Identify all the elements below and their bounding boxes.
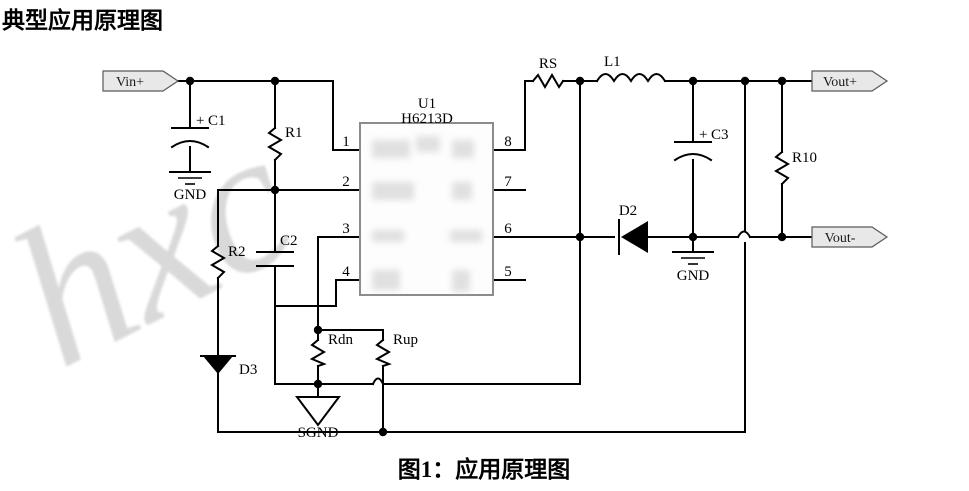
u1-pin-7: 7 [504,174,512,190]
ground-input: GND [169,171,211,203]
c3-plus-marker: + [699,127,707,143]
r1-label: R1 [285,125,303,141]
vout-minus-tag-shape [811,226,889,248]
resistor-r2: R2 [210,244,246,280]
ground-output: GND [672,251,714,284]
gnd-output-label: GND [677,268,710,284]
ic-u1[interactable]: U1 H6213D 1 2 3 4 8 7 6 5 [342,96,512,296]
d3-triangle [203,356,233,374]
diode-d2: D2 [618,203,648,255]
junction-dot [575,232,585,242]
watermark: hxc [0,86,327,409]
u1-pin-8: 8 [504,134,512,150]
r2-label: R2 [228,244,246,260]
junction-dot [777,232,787,242]
figure-caption: 图1：应用原理图 [398,456,571,482]
junction-dot [777,76,787,86]
capacitor-c3: + C3 [673,127,729,162]
resistor-r10: R10 [774,150,817,186]
watermark-text: hxc [0,86,327,409]
page-title: 典型应用原理图 [2,7,163,33]
capacitor-c2: C2 [256,233,298,267]
sgnd-label: SGND [298,425,339,441]
vout-minus-label: Vout- [825,231,856,246]
u1-pin-4: 4 [342,264,350,280]
capacitor-c1: + C1 [170,113,226,149]
resistor-rs: RS [531,56,565,89]
port-tag-vout-minus[interactable]: Vout- [811,226,889,248]
vin-plus-tag-shape [102,70,180,92]
rup-label: Rup [393,332,418,348]
r10-label: R10 [792,150,817,166]
rs-label: RS [539,56,557,72]
vout-plus-tag-shape [811,70,889,92]
junction-dot [740,76,750,86]
wire-network [177,80,813,433]
sgnd-triangle [295,396,341,427]
c2-label: C2 [280,233,298,249]
u1-part-number: H6213D [401,111,453,127]
u1-redacted-pin-names [372,136,482,292]
junction-dot [313,325,323,335]
junction-dot [688,232,698,242]
c1-label: C1 [208,113,226,129]
u1-pin-5: 5 [504,264,512,280]
junction-dot [270,76,280,86]
u1-pin-3: 3 [342,221,350,237]
u1-pin-2: 2 [342,174,350,190]
resistor-rdn: Rdn [309,332,354,368]
resistor-rup: Rup [374,332,418,368]
junction-dot [185,76,195,86]
resistor-r1: R1 [267,125,303,162]
junction-dots [185,76,787,437]
vin-plus-label: Vin+ [116,75,144,90]
d2-label: D2 [619,203,637,219]
port-tag-vin-plus[interactable]: Vin+ [102,70,180,92]
l1-label: L1 [604,54,621,70]
gnd-input-label: GND [174,187,207,203]
junction-dot [575,76,585,86]
d3-label: D3 [239,362,257,378]
inductor-l1: L1 [595,54,667,83]
port-tag-vout-plus[interactable]: Vout+ [811,70,889,92]
vout-plus-label: Vout+ [823,75,857,90]
u1-pin-6: 6 [504,221,512,237]
ground-sgnd: SGND [295,396,341,441]
junction-dot [270,185,280,195]
u1-designator: U1 [418,96,436,112]
rdn-label: Rdn [328,332,354,348]
d2-triangle [621,221,648,253]
c3-label: C3 [711,127,729,143]
junction-dot [378,427,388,437]
diode-d3: D3 [200,355,257,378]
junction-dot [688,76,698,86]
junction-dot [313,379,323,389]
u1-pin-1: 1 [342,134,350,150]
c1-plus-marker: + [196,113,204,129]
